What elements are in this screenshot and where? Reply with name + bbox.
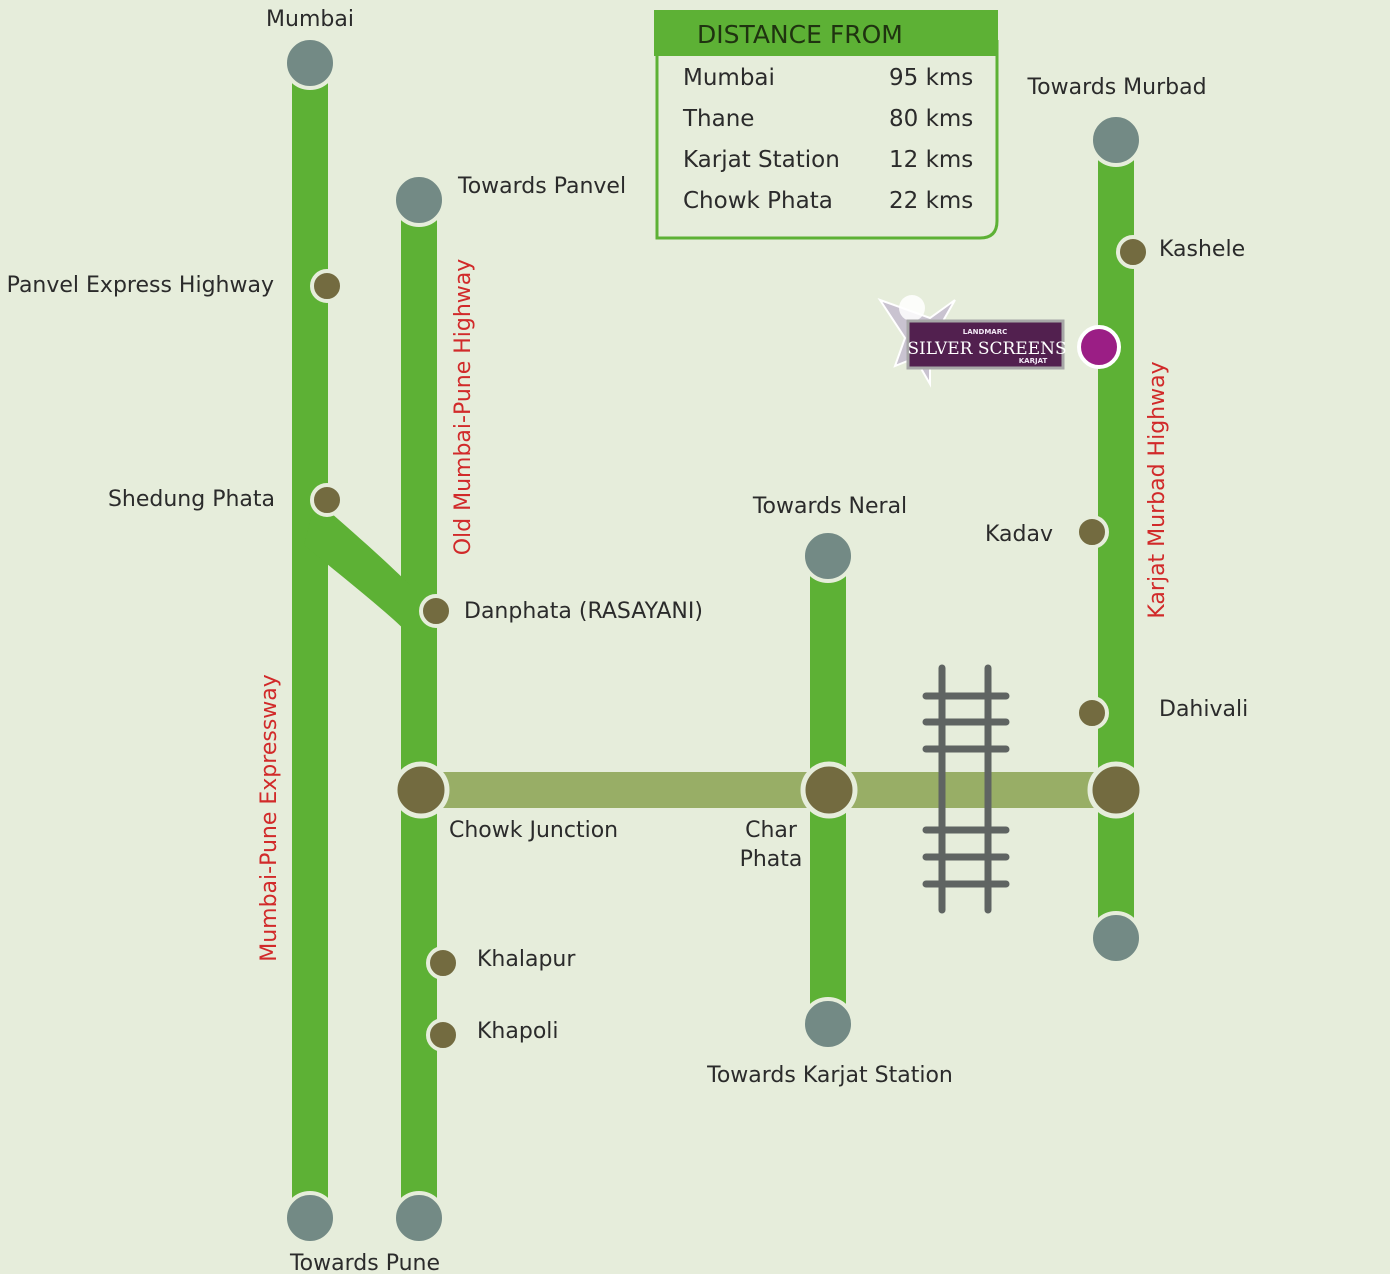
kadav-label: Kadav <box>985 522 1053 547</box>
distance-box-frame <box>655 40 999 240</box>
distance-value: 12 kms <box>889 147 973 173</box>
logo-brand-text: LANDMARC <box>963 328 1007 336</box>
mumbai-pune-expressway-road <box>292 62 328 1219</box>
shedung-phata-node <box>310 483 344 517</box>
towards-karjat-station-node <box>801 997 855 1051</box>
project-location-node <box>1077 325 1121 369</box>
distance-value: 22 kms <box>889 188 973 214</box>
kashele-label: Kashele <box>1159 237 1245 262</box>
logo-location-text: KARJAT <box>1019 357 1048 365</box>
railway-track-icon <box>922 664 1010 914</box>
logo-name-text: SILVER SCREENS <box>907 339 1066 359</box>
towards-panvel-label: Towards Panvel <box>457 174 626 199</box>
terminal-nodes <box>283 36 1143 1245</box>
char-label: Char <box>745 818 798 843</box>
logo-globe-icon <box>899 295 925 321</box>
phata-label: Phata <box>740 847 803 872</box>
expressway-pune-node <box>283 1191 337 1245</box>
distance-box-title: DISTANCE FROM <box>697 20 903 49</box>
distance-box-header <box>654 10 998 56</box>
towards-neral-node <box>801 529 855 583</box>
chowk-karjat-link-road <box>420 772 1116 808</box>
junction-nodes <box>392 761 1145 819</box>
dahivali-node <box>1075 696 1109 730</box>
old-mumbai-pune-highway-road <box>401 199 437 1219</box>
distance-value: 95 kms <box>889 65 973 91</box>
stop-nodes <box>310 235 1150 1052</box>
silver-screens-logo: LANDMARC SILVER SCREENS KARJAT <box>877 295 1067 388</box>
char-phata-node <box>800 761 858 819</box>
danphata-node <box>419 594 453 628</box>
khalapur-node <box>426 946 460 980</box>
towards-panvel-node <box>392 173 446 227</box>
karjat-murbad-highway-label: Karjat Murbad Highway <box>1145 361 1170 618</box>
danphata-label: Danphata (RASAYANI) <box>464 599 703 624</box>
dahivali-label: Dahivali <box>1159 697 1248 722</box>
distance-box: DISTANCE FROM Mumbai 95 kms Thane 80 kms… <box>654 10 999 240</box>
towards-murbad-node <box>1089 113 1143 167</box>
khalapur-label: Khalapur <box>477 947 576 972</box>
khapoli-node <box>426 1018 460 1052</box>
towards-karjat-station-label: Towards Karjat Station <box>706 1063 953 1088</box>
mumbai-node <box>283 36 337 90</box>
distance-place: Chowk Phata <box>683 188 833 214</box>
khapoli-label: Khapoli <box>477 1019 559 1044</box>
panvel-express-highway-node <box>310 269 344 303</box>
chowk-junction-label: Chowk Junction <box>449 818 618 843</box>
highway-pune-node <box>392 1191 446 1245</box>
kashele-node <box>1116 235 1150 269</box>
distance-value: 80 kms <box>889 106 973 132</box>
shedung-danphata-link-road <box>304 500 410 635</box>
murbad-highway-south-node <box>1089 911 1143 965</box>
mumbai-pune-expressway-label: Mumbai-Pune Expressway <box>257 674 282 962</box>
distance-place: Karjat Station <box>683 147 840 173</box>
towards-murbad-label: Towards Murbad <box>1026 75 1206 100</box>
mumbai-label: Mumbai <box>266 7 354 32</box>
shedung-phata-label: Shedung Phata <box>108 487 275 512</box>
panvel-express-highway-label: Panvel Express Highway <box>7 273 274 298</box>
towards-neral-label: Towards Neral <box>752 494 907 519</box>
towards-pune-label: Towards Pune <box>289 1251 440 1274</box>
karjat-junction-node <box>1087 761 1145 819</box>
chowk-junction-node <box>392 761 450 819</box>
logo-banner <box>906 319 1065 370</box>
distance-place: Thane <box>682 106 754 132</box>
distance-place: Mumbai <box>683 65 775 91</box>
old-mumbai-pune-highway-label: Old Mumbai-Pune Highway <box>451 259 476 556</box>
kadav-node <box>1075 515 1109 549</box>
